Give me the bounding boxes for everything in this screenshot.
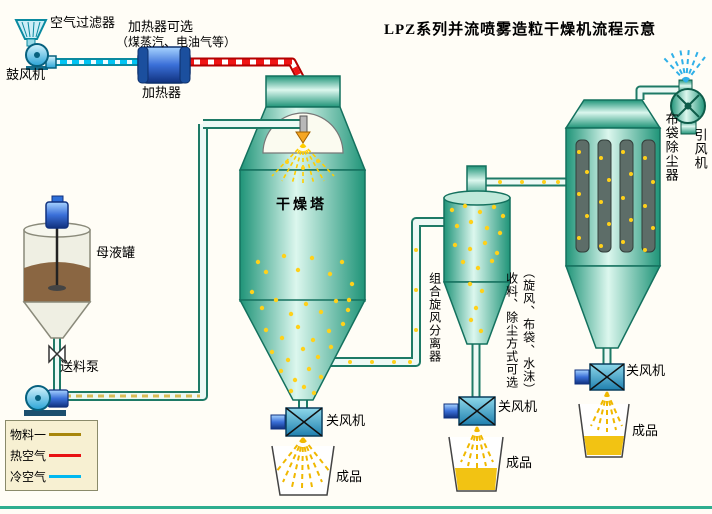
rotary-valve-cyclone-label: 关风机 — [498, 399, 538, 414]
legend-item-cold-air: 冷空气 — [10, 468, 93, 485]
bottom-border-line — [0, 506, 712, 509]
legend-hot-air-label: 热空气 — [10, 449, 47, 463]
discharge-spray-cyclone — [460, 426, 494, 468]
feed-pump — [24, 385, 69, 416]
particles-pipes — [348, 180, 560, 364]
rotary-valve-bagfilter-label: 关风机 — [626, 363, 666, 378]
product-material — [584, 436, 624, 455]
legend-material-label: 物料一 — [10, 428, 47, 442]
product-beaker-tower — [271, 445, 335, 496]
feed-pump-label: 送料泵 — [60, 359, 100, 374]
particles-bagfilter — [577, 150, 655, 252]
collect-note-right: （旋风、布袋、水沫） — [521, 266, 536, 396]
feed-tank-label: 母液罐 — [96, 245, 136, 260]
diagram-title: LPZ系列并流喷雾造粒干燥机流程示意 — [384, 22, 657, 38]
spray-nozzle — [295, 115, 311, 144]
product-tower-label: 成品 — [336, 469, 363, 484]
heater — [137, 46, 191, 84]
blower-label: 鼓风机 — [6, 67, 46, 82]
material-pipe — [50, 124, 208, 401]
cyclone-label: 组合旋风分离器 — [427, 272, 442, 363]
blower-fan — [25, 43, 57, 70]
legend-item-material: 物料一 — [10, 426, 93, 443]
product-cyclone-label: 成品 — [506, 455, 533, 470]
bagfilter-to-fan-pipe — [635, 85, 684, 100]
drying-tower-label: 干燥塔 — [276, 198, 327, 213]
legend-hot-air-swatch — [49, 454, 82, 457]
rotary-valve-bagfilter — [574, 363, 625, 391]
rotary-valve-tower — [270, 407, 323, 437]
legend-material-swatch — [49, 433, 82, 436]
discharge-spray-tower — [275, 437, 331, 490]
heater-option-label-2: （煤蒸汽、电油气等） — [116, 35, 237, 49]
legend-item-hot-air: 热空气 — [10, 447, 93, 464]
filter-bag — [619, 139, 634, 253]
legend-cold-air-label: 冷空气 — [10, 470, 47, 484]
induced-fan-label: 引风机 — [692, 128, 708, 170]
product-beaker-bagfilter — [578, 403, 630, 458]
mother-liquor-tank — [22, 195, 92, 339]
bag-filter — [564, 99, 662, 349]
air-filter-label: 空气过滤器 — [50, 15, 116, 30]
collect-note-left: 收料、除尘方式可选 — [504, 272, 519, 389]
filter-bag — [641, 139, 656, 253]
feed-valve — [48, 344, 66, 364]
air-filter — [14, 19, 48, 47]
rotary-valve-tower-label: 关风机 — [326, 413, 366, 428]
exhaust-spray — [663, 46, 706, 83]
nozzle-spray — [271, 143, 335, 186]
discharge-spray-bagfilter — [590, 391, 623, 432]
product-bagfilter-label: 成品 — [632, 423, 659, 438]
agitator-motor — [45, 201, 69, 229]
heater-option-label-1: 加热器可选 — [128, 19, 194, 34]
cyclone-separator — [442, 165, 512, 345]
hot-air-pipe — [186, 57, 306, 84]
legend: 物料一 热空气 冷空气 — [5, 420, 98, 491]
particles-cyclone — [449, 203, 506, 334]
legend-cold-air-swatch — [49, 475, 82, 478]
heater-label: 加热器 — [142, 85, 182, 100]
particles-tower — [249, 159, 355, 396]
bag-filter-label: 布袋除尘器 — [663, 112, 679, 182]
filter-bag — [575, 139, 590, 253]
product-material — [455, 468, 497, 490]
rotary-valve-cyclone — [443, 396, 496, 426]
